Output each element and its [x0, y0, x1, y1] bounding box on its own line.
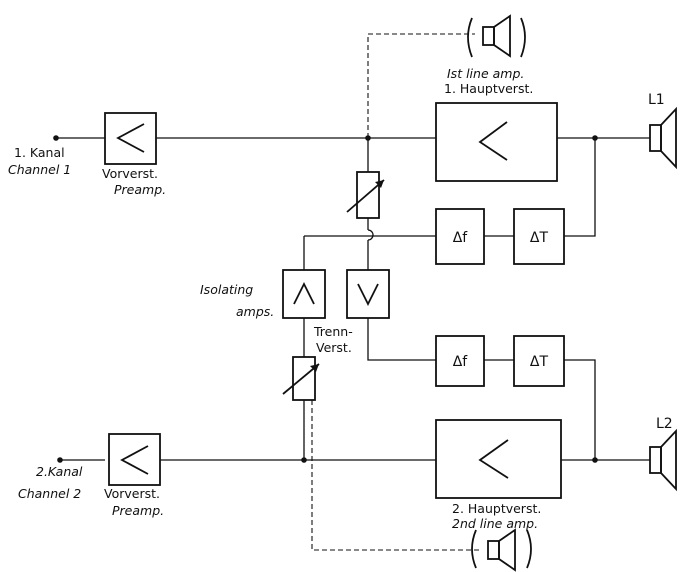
- junction-dots: [53, 135, 598, 463]
- speaker-l2-label: L2: [656, 416, 673, 432]
- junction-dot: [592, 135, 598, 141]
- channel2-input-label: 2.Kanal: [36, 464, 83, 479]
- preamp2-label-de: Vorverst.: [104, 486, 160, 501]
- labels: 1. Kanal Channel 1 Vorverst. Preamp. 2.K…: [8, 66, 673, 531]
- input-terminal-1: [53, 135, 59, 141]
- junction-dot: [592, 457, 598, 463]
- trenn-verst-label-2: Verst.: [316, 340, 352, 355]
- delta-t-block-lower: ΔT: [513, 335, 565, 387]
- junction-dot: [301, 457, 307, 463]
- channel1-input-label: 1. Kanal: [14, 145, 65, 160]
- preamp1-label-en: Preamp.: [114, 182, 166, 197]
- isolating-amp-up: [282, 269, 326, 319]
- line-amp-1-label-en: Ist line amp.: [447, 66, 524, 81]
- preamp-2: [108, 433, 161, 486]
- preamp-1: [104, 112, 157, 165]
- isolating-amps-label-1: Isolating: [200, 282, 253, 297]
- potentiometer-2: [282, 356, 320, 401]
- speaker-l1-icon: [649, 106, 677, 170]
- signal-wires: [56, 137, 650, 461]
- channel2-input-label-en: Channel 2: [18, 486, 81, 501]
- delta-f-block-lower: Δf: [435, 335, 485, 387]
- delta-f-label: Δf: [453, 354, 469, 370]
- monitor-speaker-bottom-icon: [471, 528, 532, 572]
- delta-f-block-upper: Δf: [435, 208, 485, 265]
- speaker-l2-icon: [649, 428, 677, 492]
- channel1-input-label-en: Channel 1: [8, 162, 71, 177]
- input-terminal-2: [57, 457, 63, 463]
- potentiometer-1: [346, 171, 385, 219]
- delta-f-label: Δf: [453, 230, 469, 246]
- delta-t-block-upper: ΔT: [513, 208, 565, 265]
- line-amp-1-label-de: 1. Hauptverst.: [444, 81, 533, 96]
- speaker-l1-label: L1: [648, 92, 665, 108]
- line-amp-2-label-en: 2nd line amp.: [452, 516, 538, 531]
- isolating-amp-down: [346, 269, 390, 319]
- trenn-verst-label-1: Trenn-: [313, 324, 353, 339]
- isolating-amps-label-2: amps.: [236, 304, 274, 319]
- junction-dot: [365, 135, 371, 141]
- delta-t-label: ΔT: [530, 354, 549, 370]
- line-amp-2-label-de: 2. Hauptverst.: [452, 501, 541, 516]
- preamp2-label-en: Preamp.: [112, 503, 164, 518]
- dashed-links: [311, 33, 482, 551]
- line-amp-2: [435, 419, 562, 499]
- line-amp-1: [435, 102, 558, 182]
- monitor-speaker-top-icon: [467, 14, 526, 58]
- preamp1-label-de: Vorverst.: [102, 166, 158, 181]
- delta-t-label: ΔT: [530, 230, 549, 246]
